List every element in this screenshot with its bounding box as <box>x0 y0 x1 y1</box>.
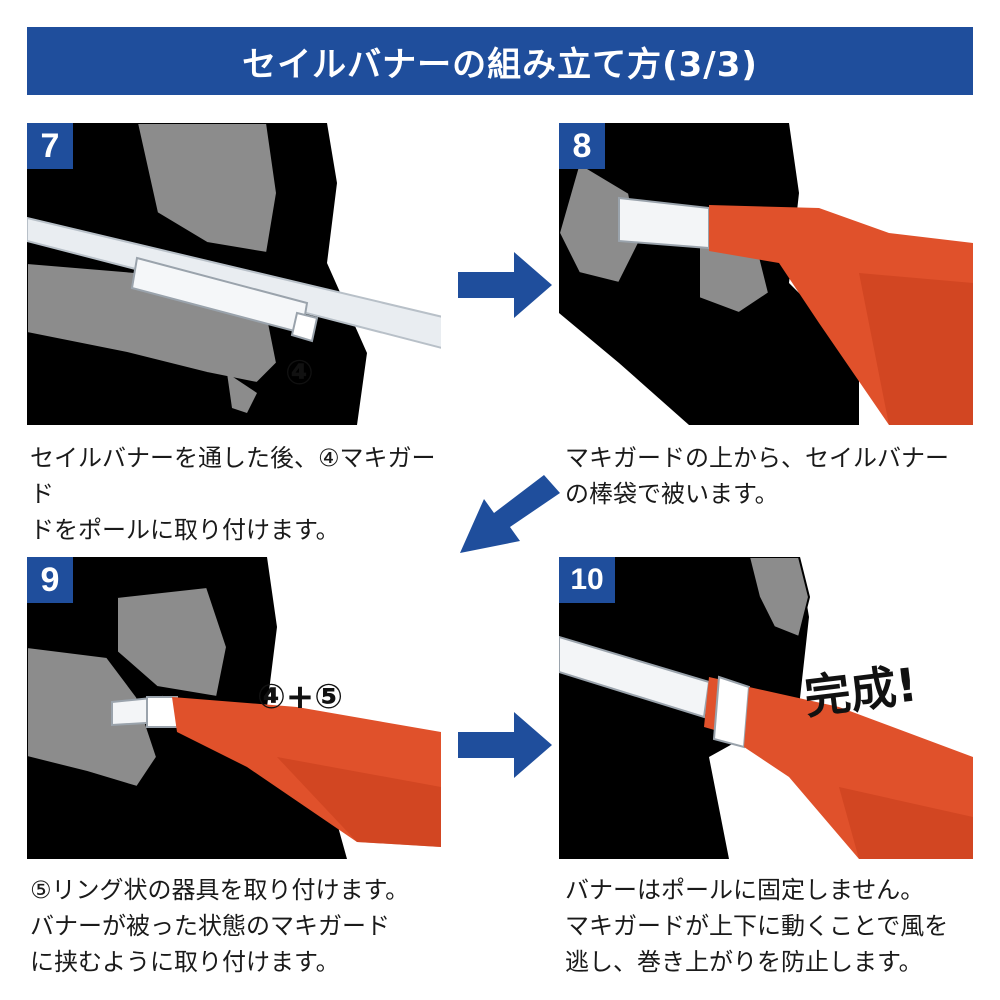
step-10-image: 10 完成! <box>559 557 973 859</box>
step-number-badge: 10 <box>559 557 615 603</box>
step-number-badge: 9 <box>27 557 73 603</box>
arrow-right-icon <box>458 250 552 324</box>
part-label: ④+⑤ <box>257 677 343 717</box>
step-7-image: 7 ④ <box>27 123 441 425</box>
step-number-badge: 7 <box>27 123 73 169</box>
step-8-caption: マキガードの上から、セイルバナー の棒袋で被います。 <box>565 440 985 512</box>
step-number-badge: 8 <box>559 123 605 169</box>
part-label: ④ <box>285 353 314 393</box>
step-10-caption: バナーはポールに固定しません。 マキガードが上下に動くことで風を 逃し、巻き上が… <box>565 872 985 980</box>
arrow-down-left-icon <box>460 475 560 559</box>
arrow-right-icon <box>458 710 552 784</box>
step-9-caption: ⑤リング状の器具を取り付けます。 バナーが被った状態のマキガード に挟むように取… <box>30 872 450 980</box>
header-banner: セイルバナーの組み立て方(3/3) <box>27 27 973 95</box>
step-9-image: 9 ④+⑤ <box>27 557 441 859</box>
step-7-caption: セイルバナーを通した後、④マキガード ドをポールに取り付けます。 <box>30 440 450 548</box>
complete-label: 完成! <box>800 648 920 727</box>
step-8-image: 8 <box>559 123 973 425</box>
page-title: セイルバナーの組み立て方(3/3) <box>242 37 758 86</box>
